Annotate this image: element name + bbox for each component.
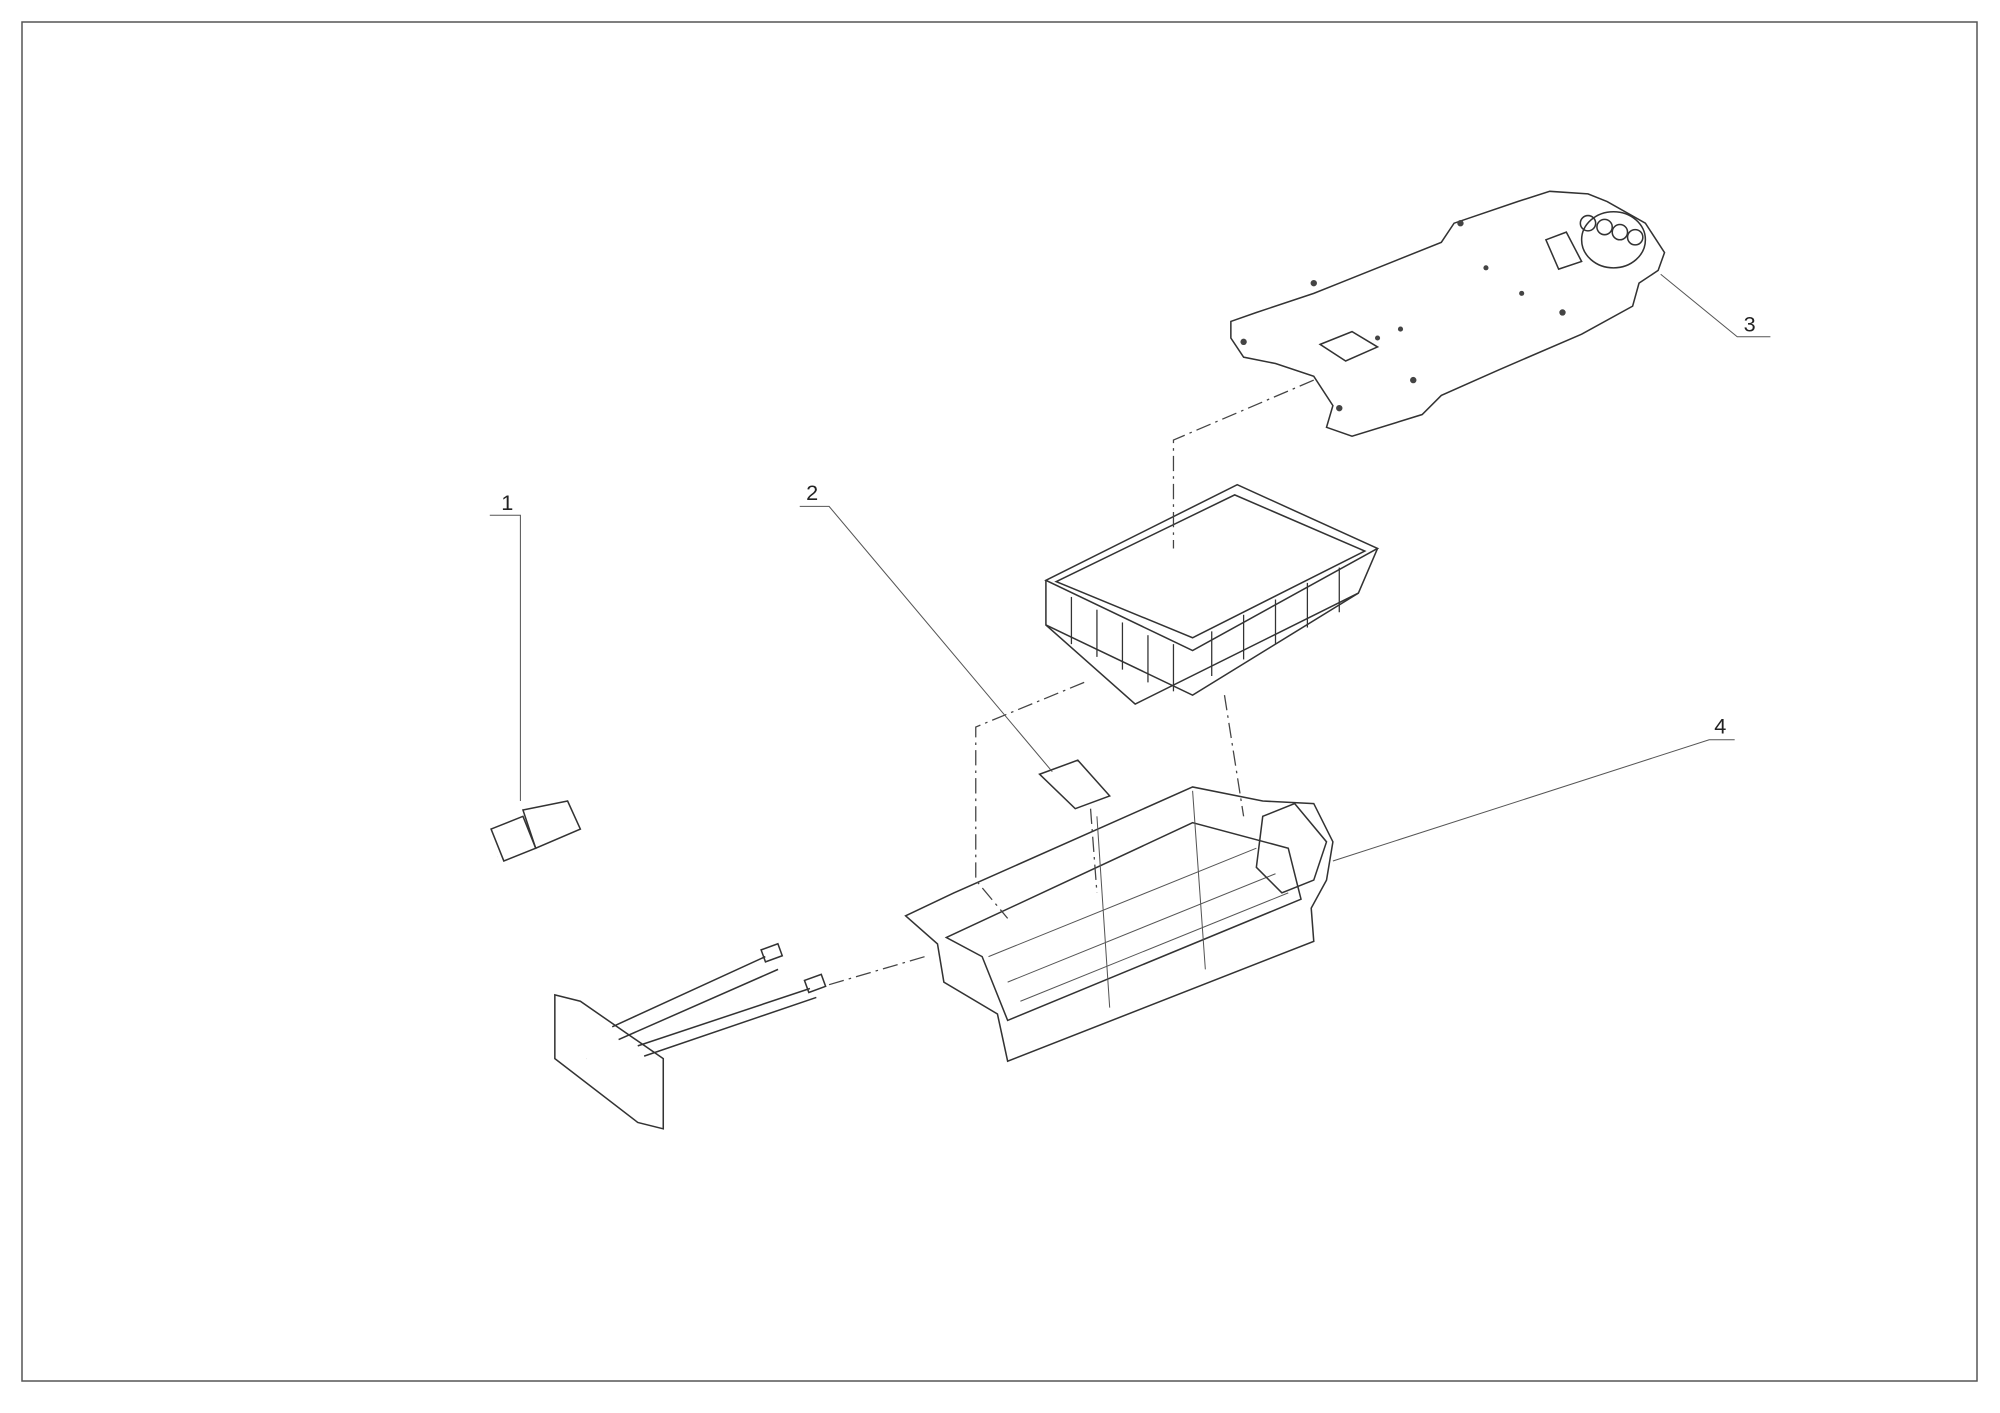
svg-text:3: 3	[1744, 312, 1756, 337]
callout-1: 1	[489, 490, 521, 802]
part-3-top-plate	[1230, 190, 1666, 438]
svg-text:2: 2	[806, 480, 818, 505]
part-4-housing	[904, 786, 1334, 1063]
part-1-cable-assembly	[353, 800, 827, 1130]
battery-pack	[1044, 483, 1380, 705]
callout-4: 4	[1332, 713, 1735, 862]
callout-3: 3	[1660, 273, 1771, 338]
part-2-pad	[1038, 759, 1112, 810]
svg-text:4: 4	[1714, 713, 1726, 738]
callout-2: 2	[799, 480, 1053, 773]
svg-text:1: 1	[501, 490, 513, 515]
drawing-frame	[21, 21, 1978, 1382]
assembly-lines	[828, 379, 1315, 986]
